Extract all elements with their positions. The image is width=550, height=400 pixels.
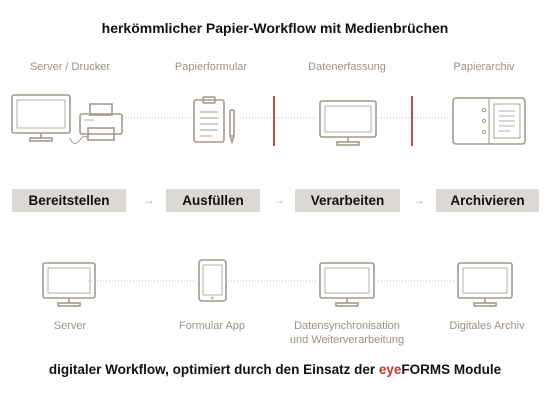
bottom-workflow-title: digitaler Workflow, optimiert durch den … — [0, 362, 550, 377]
binder-icon — [452, 97, 526, 145]
label-server: Server — [53, 320, 87, 332]
server-monitor-icon — [42, 262, 96, 307]
pen-icon — [229, 109, 235, 145]
brand-forms: FORMS — [401, 362, 451, 377]
label-papierformular: Papierformular — [174, 61, 248, 73]
label-datensynchronisation-line1: Datensynchronisation — [294, 320, 400, 332]
label-papierarchiv: Papierarchiv — [453, 61, 515, 73]
stage-bereitstellen: Bereitstellen — [12, 189, 126, 212]
label-datenerfassung: Datenerfassung — [308, 61, 386, 73]
top-workflow-title: herkömmlicher Papier-Workflow mit Medien… — [101, 20, 449, 36]
datenerfassung-monitor-icon — [319, 100, 377, 146]
label-formular-app: Formular App — [178, 320, 246, 332]
stage-verarbeiten: Verarbeiten — [295, 189, 400, 212]
arrow-2: → — [273, 193, 285, 207]
arrow-1: → — [143, 193, 155, 207]
arrow-3: → — [413, 193, 425, 207]
label-server-drucker: Server / Drucker — [29, 61, 111, 73]
stage-ausfuellen: Ausfüllen — [166, 189, 260, 212]
archive-monitor-icon — [457, 262, 513, 307]
tablet-icon — [198, 259, 227, 302]
label-digitales-archiv: Digitales Archiv — [449, 320, 525, 332]
media-break-markers — [273, 96, 413, 146]
printer-icon — [69, 103, 123, 144]
sync-monitor-icon — [319, 262, 375, 307]
bottom-title-prefix: digitaler Workflow, optimiert durch den … — [48, 362, 379, 377]
monitor-icon — [11, 94, 71, 142]
brand-eye: eye — [378, 362, 402, 377]
clipboard-icon — [193, 96, 225, 143]
bottom-title-suffix: Module — [450, 362, 502, 377]
stage-archivieren: Archivieren — [436, 189, 539, 212]
label-datensynchronisation-line2: und Weiterverarbeitung — [289, 334, 405, 346]
label-datensynchronisation: Datensynchronisation und Weiterverarbeit… — [279, 319, 415, 347]
